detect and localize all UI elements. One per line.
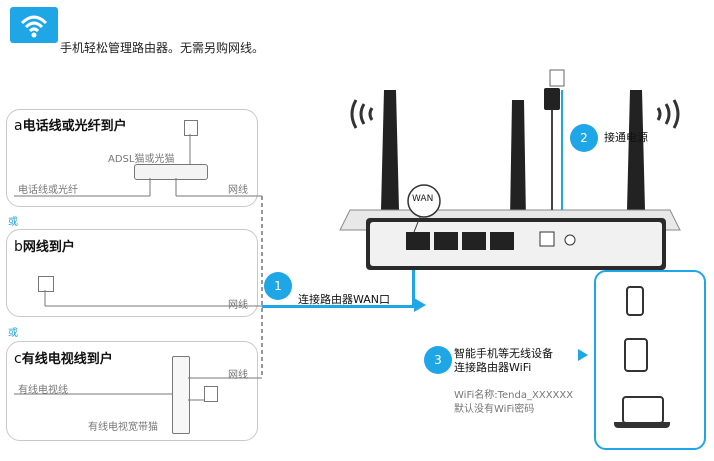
laptop-icon xyxy=(622,396,664,424)
panel-c-letter: c xyxy=(14,351,22,367)
wan-port-label: WAN xyxy=(412,194,434,204)
header-text: 手机轻松管理路由器。无需另购网线。 xyxy=(60,41,265,55)
wan-connection-riser xyxy=(412,258,415,308)
or-label-1: 或 xyxy=(8,217,18,228)
adsl-modem-icon xyxy=(134,164,208,180)
step-1-text: 连接路由器WAN口 xyxy=(298,293,391,306)
panel-a-letter: a xyxy=(14,118,23,134)
step-1-badge: 1 xyxy=(264,272,292,300)
tablet-icon xyxy=(624,338,648,372)
panel-cable-tv xyxy=(6,341,258,441)
coax-outlet-icon xyxy=(204,386,218,402)
cable-modem-label: 有线电视宽带猫 xyxy=(88,422,158,433)
wifi-name: WiFi名称:Tenda_XXXXXX xyxy=(454,390,574,401)
wifi-icon xyxy=(10,7,58,43)
step-3-line-2: 连接路由器WiFi xyxy=(454,361,532,374)
step-2-badge: 2 xyxy=(570,124,598,152)
cable-tv-line-label: 有线电视线 xyxy=(18,385,68,396)
wifi-password-note: 默认没有WiFi密码 xyxy=(454,404,535,415)
wireless-arrow-icon xyxy=(578,349,588,361)
panel-c-title: c有线电视线到户 xyxy=(14,351,113,367)
panel-c-cable-label: 网线 xyxy=(228,370,248,381)
step-3-badge: 3 xyxy=(424,346,452,374)
step-2-text: 接通电源 xyxy=(604,131,648,144)
panel-b-title: b网线到户 xyxy=(14,239,75,255)
or-label-2: 或 xyxy=(8,328,18,339)
panel-phone-fiber xyxy=(6,109,258,207)
panel-a-title: a电话线或光纤到户 xyxy=(14,118,127,134)
wan-connection-line xyxy=(262,305,414,308)
wan-arrow-icon xyxy=(414,298,426,312)
laptop-base xyxy=(614,422,670,428)
panel-ethernet xyxy=(6,229,258,317)
phone-line-label: 电话线或光纤 xyxy=(18,185,78,196)
power-outlet-icon xyxy=(184,120,198,136)
adsl-modem-label: ADSL猫或光猫 xyxy=(108,154,175,165)
step-3-line-1: 智能手机等无线设备 xyxy=(454,347,553,360)
cable-modem-icon xyxy=(172,356,190,434)
panel-b-letter: b xyxy=(14,239,23,255)
router-illustration xyxy=(339,69,681,270)
panel-a-cable-label: 网线 xyxy=(228,185,248,196)
smartphone-icon xyxy=(626,286,644,316)
wall-socket-icon xyxy=(38,276,54,292)
